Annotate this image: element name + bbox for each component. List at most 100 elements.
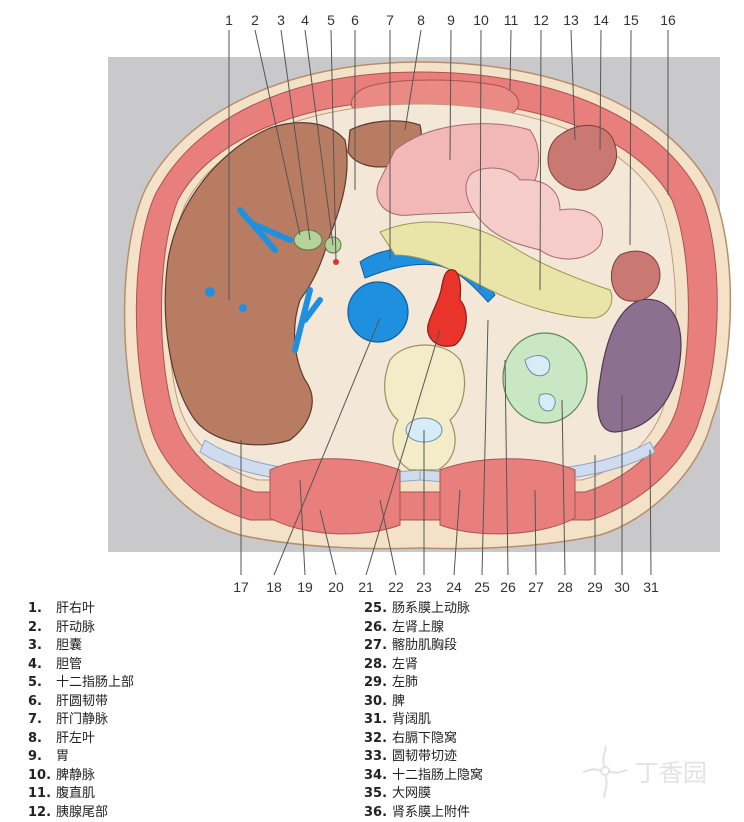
bottom-label-20: 20: [328, 579, 344, 595]
colon-segment: [611, 251, 660, 301]
top-label-4: 4: [301, 12, 309, 28]
legend-text: 胆囊: [56, 637, 82, 656]
legend-text: 脾静脉: [56, 767, 95, 786]
top-label-1: 1: [225, 12, 233, 28]
legend-text: 右膈下隐窝: [392, 730, 457, 749]
top-label-13: 13: [563, 12, 579, 28]
legend-item: 35.大网膜: [364, 785, 483, 804]
legend-number: 2.: [28, 619, 56, 638]
legend-item: 4.胆管: [28, 656, 134, 675]
top-label-2: 2: [251, 12, 259, 28]
legend-item: 12.胰腺尾部: [28, 804, 134, 822]
hepatic-vein-spot: [239, 304, 247, 312]
bottom-label-27: 27: [528, 579, 544, 595]
legend-right-column: 25.肠系膜上动脉 26.左肾上腺 27.髂肋肌胸段 28.左肾 29.左肺 3…: [364, 600, 483, 822]
legend-text: 肝左叶: [56, 730, 95, 749]
legend-number: 28.: [364, 656, 392, 675]
bottom-label-19: 19: [297, 579, 313, 595]
top-label-11: 11: [504, 12, 519, 28]
legend-text: 脾: [392, 693, 405, 712]
top-label-10: 10: [473, 12, 489, 28]
legend-item: 28.左肾: [364, 656, 483, 675]
legend-item: 25.肠系膜上动脉: [364, 600, 483, 619]
top-label-5: 5: [327, 12, 335, 28]
bottom-label-28: 28: [557, 579, 573, 595]
legend-text: 大网膜: [392, 785, 431, 804]
legend-item: 33.圆韧带切迹: [364, 748, 483, 767]
legend-item: 3.胆囊: [28, 637, 134, 656]
legend-item: 10.脾静脉: [28, 767, 134, 786]
legend-number: 1.: [28, 600, 56, 619]
top-label-8: 8: [417, 12, 425, 28]
legend-text: 左肾上腺: [392, 619, 444, 638]
legend-number: 25.: [364, 600, 392, 619]
bottom-label-23: 23: [416, 579, 432, 595]
legend-item: 8.肝左叶: [28, 730, 134, 749]
legend-number: 30.: [364, 693, 392, 712]
renal-pelvis: [539, 394, 555, 411]
bottom-label-17: 17: [233, 579, 249, 595]
legend-number: 10.: [28, 767, 56, 786]
legend-number: 7.: [28, 711, 56, 730]
bottom-label-22: 22: [388, 579, 404, 595]
watermark-text: 丁香园: [635, 759, 707, 787]
top-label-6: 6: [351, 12, 359, 28]
legend-number: 6.: [28, 693, 56, 712]
legend-item: 31.背阔肌: [364, 711, 483, 730]
legend-number: 27.: [364, 637, 392, 656]
legend-text: 十二指肠上隐窝: [392, 767, 483, 786]
legend-item: 27.髂肋肌胸段: [364, 637, 483, 656]
bottom-label-30: 30: [614, 579, 630, 595]
legend-text: 肝动脉: [56, 619, 95, 638]
anatomy-diagram: 1 2 3 4 5 6 7 8 9 10 11 12 13 14 15 16 1…: [0, 0, 744, 600]
legend-number: 36.: [364, 804, 392, 822]
legend-item: 2.肝动脉: [28, 619, 134, 638]
legend-left-column: 1.肝右叶 2.肝动脉 3.胆囊 4.胆管 5.十二指肠上部 6.肝圆韧带 7.…: [28, 600, 134, 822]
legend-item: 11.腹直肌: [28, 785, 134, 804]
legend-item: 6.肝圆韧带: [28, 693, 134, 712]
bottom-label-24: 24: [446, 579, 462, 595]
legend-item: 32.右膈下隐窝: [364, 730, 483, 749]
top-label-7: 7: [386, 12, 394, 28]
legend-item: 5.十二指肠上部: [28, 674, 134, 693]
legend-number: 4.: [28, 656, 56, 675]
legend-text: 肝圆韧带: [56, 693, 108, 712]
legend-text: 胰腺尾部: [56, 804, 108, 822]
legend-text: 十二指肠上部: [56, 674, 134, 693]
watermark-logo: 丁香园: [580, 741, 730, 803]
legend-item: 7.肝门静脉: [28, 711, 134, 730]
legend-text: 肾系膜上附件: [392, 804, 470, 822]
top-label-3: 3: [277, 12, 285, 28]
legend-number: 34.: [364, 767, 392, 786]
legend-item: 30.脾: [364, 693, 483, 712]
legend-number: 5.: [28, 674, 56, 693]
legend-number: 26.: [364, 619, 392, 638]
gallbladder: [294, 230, 322, 250]
legend-text: 腹直肌: [56, 785, 95, 804]
legend-text: 圆韧带切迹: [392, 748, 457, 767]
legend-item: 26.左肾上腺: [364, 619, 483, 638]
legend-item: 9.胃: [28, 748, 134, 767]
legend-text: 肝门静脉: [56, 711, 108, 730]
legend-number: 32.: [364, 730, 392, 749]
hepatic-vein-spot: [205, 287, 215, 297]
legend-text: 髂肋肌胸段: [392, 637, 457, 656]
legend-text: 肠系膜上动脉: [392, 600, 470, 619]
bottom-label-26: 26: [500, 579, 516, 595]
legend-text: 背阔肌: [392, 711, 431, 730]
legend-text: 胆管: [56, 656, 82, 675]
bottom-label-25: 25: [474, 579, 490, 595]
legend-item: 29.左肺: [364, 674, 483, 693]
legend-number: 9.: [28, 748, 56, 767]
legend-item: 34.十二指肠上隐窝: [364, 767, 483, 786]
bottom-label-31: 31: [643, 579, 659, 595]
legend-number: 3.: [28, 637, 56, 656]
top-label-14: 14: [593, 12, 609, 28]
legend-number: 8.: [28, 730, 56, 749]
legend-number: 31.: [364, 711, 392, 730]
legend-text: 左肺: [392, 674, 418, 693]
legend-text: 胃: [56, 748, 69, 767]
top-number-labels: 1 2 3 4 5 6 7 8 9 10 11 12 13 14 15 16: [225, 12, 676, 28]
top-label-9: 9: [447, 12, 455, 28]
legend-item: 36.肾系膜上附件: [364, 804, 483, 822]
